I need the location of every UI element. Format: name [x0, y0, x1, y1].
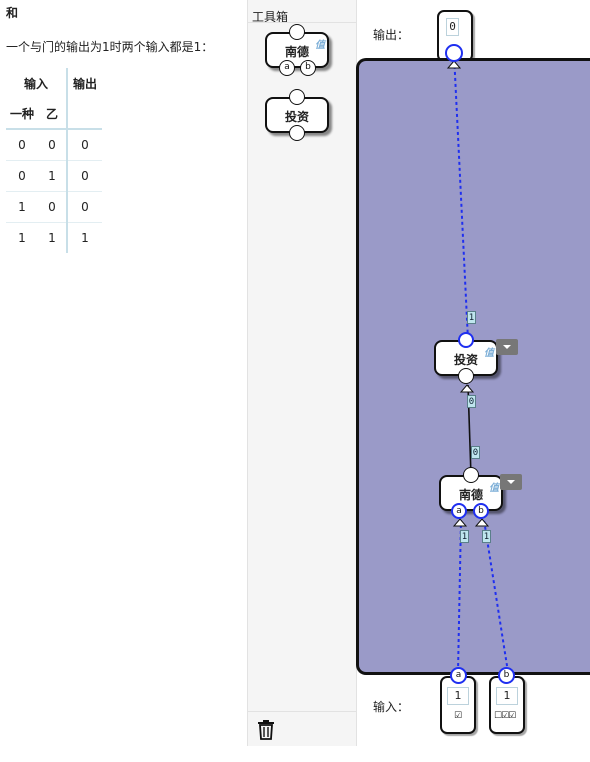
- divider: [248, 711, 356, 712]
- workspace: 输出： 输入： 0 投资 值 南德 值 a b 1 0 0 1 1: [356, 0, 590, 762]
- divider: [248, 22, 356, 23]
- wire-input-b: [483, 519, 509, 673]
- truth-table-header-a: 一种: [6, 98, 38, 130]
- toolbox-and-gate[interactable]: 南德 值 a b: [265, 24, 329, 76]
- wire-value-label: 0: [471, 446, 480, 459]
- output-label: 输出：: [373, 28, 410, 42]
- output-port: [289, 89, 305, 105]
- input-port-b: b: [300, 60, 316, 76]
- output-value: 0: [446, 18, 459, 36]
- gate-label: 投资: [453, 353, 478, 367]
- not-gate-menu-button[interactable]: [496, 339, 518, 355]
- toolbox: 工具箱 南德 值 a b 投资: [247, 0, 357, 746]
- wire-not-to-output: [453, 53, 469, 341]
- input-b-value[interactable]: 1: [496, 687, 518, 705]
- not-gate[interactable]: 投资 值: [434, 332, 498, 384]
- toolbox-title: 工具箱: [252, 10, 289, 24]
- input-node-a[interactable]: 1 ☑: [440, 676, 476, 734]
- input-port-a: a: [279, 60, 295, 76]
- gate-label: 南德: [284, 45, 309, 59]
- debug-icon: 值: [489, 483, 499, 494]
- input-a-value[interactable]: 1: [447, 687, 469, 705]
- page-title: 和: [6, 6, 19, 20]
- truth-table-header-output: 输出: [66, 68, 102, 98]
- gate-label: 投资: [284, 110, 309, 124]
- gate-label: 南德: [458, 488, 483, 502]
- output-port: [289, 24, 305, 40]
- input-a-port[interactable]: a: [450, 667, 467, 684]
- debug-icon: 值: [315, 40, 325, 51]
- and-gate[interactable]: 南德 值 a b: [439, 467, 503, 519]
- wire-value-label: 1: [467, 311, 476, 324]
- truth-table-header-input: 输入: [23, 76, 48, 91]
- table-row: 0 1 0: [6, 160, 102, 192]
- input-b-port[interactable]: b: [498, 667, 515, 684]
- wire-layer: [446, 53, 509, 673]
- input-port-b[interactable]: b: [473, 503, 489, 519]
- table-row: 0 0 0: [6, 129, 102, 161]
- wire-value-label: 0: [467, 395, 476, 408]
- arrow-icon: [446, 60, 462, 69]
- input-label: 输入：: [373, 700, 410, 714]
- truth-table-header-b: 乙: [38, 98, 67, 130]
- truth-table: 输入 输出 一种 乙 0 0 0 0 1 0 1 0 0 1 1 1: [6, 68, 102, 253]
- arrow-icon: [452, 518, 468, 527]
- and-gate-menu-button[interactable]: [500, 474, 522, 490]
- input-b-checkboxes[interactable]: ☐☑☑: [494, 711, 516, 721]
- output-port[interactable]: [463, 467, 479, 483]
- trash-icon[interactable]: [257, 720, 275, 740]
- table-row: 1 1 1: [6, 222, 102, 253]
- table-row: 1 0 0: [6, 191, 102, 223]
- description-text: 一个与门的输出为1时两个输入都是1：: [6, 40, 214, 54]
- wire-input-a: [457, 519, 462, 673]
- input-port[interactable]: [458, 368, 474, 384]
- wire-value-label: 1: [460, 530, 469, 543]
- output-node-port[interactable]: [445, 44, 463, 62]
- input-node-b[interactable]: 1 ☐☑☑: [489, 676, 525, 734]
- input-port-a[interactable]: a: [451, 503, 467, 519]
- input-port: [289, 125, 305, 141]
- arrow-icon: [459, 384, 475, 393]
- input-a-checkboxes[interactable]: ☑: [454, 711, 462, 721]
- wire-value-label: 1: [482, 530, 491, 543]
- arrow-icon: [474, 518, 490, 527]
- toolbox-not-gate[interactable]: 投资: [265, 89, 329, 141]
- debug-icon: 值: [484, 348, 494, 359]
- output-port[interactable]: [458, 332, 474, 348]
